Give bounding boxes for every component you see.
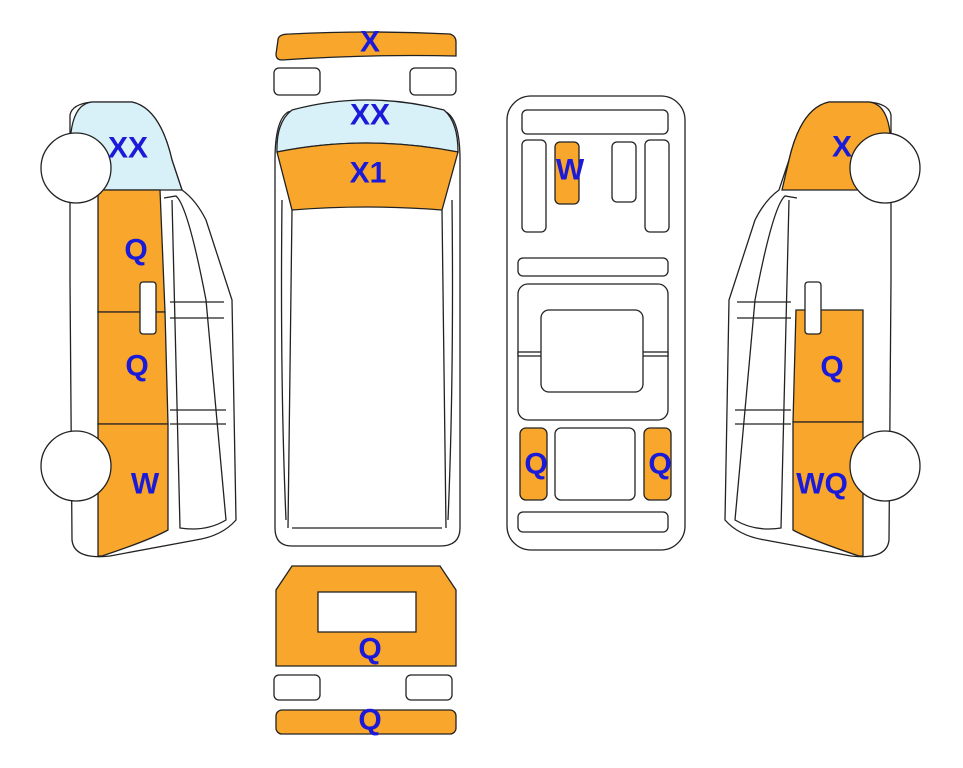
label-rear-bumper: Q bbox=[358, 704, 381, 737]
left-side-view bbox=[40, 101, 237, 558]
roof-front-panel[interactable] bbox=[554, 141, 580, 205]
label-front-bumper: X bbox=[360, 26, 380, 59]
rear-window bbox=[317, 591, 417, 633]
label-rear-door: Q bbox=[358, 633, 381, 666]
left-rear-quarter-panel[interactable] bbox=[97, 423, 169, 557]
rear-bumper-panel[interactable] bbox=[275, 709, 457, 735]
label-left-rear-quarter: W bbox=[131, 468, 160, 501]
right-front-wheel bbox=[849, 132, 921, 204]
label-roof-rear-left: Q bbox=[524, 448, 547, 481]
label-windshield: XX bbox=[350, 99, 390, 132]
roof-view bbox=[506, 95, 686, 551]
top-view bbox=[274, 99, 461, 547]
rear-taillight-left bbox=[273, 674, 321, 701]
damage-labels: X XX X1 XX Q Q W W Q Q X Q WQ Q Q bbox=[108, 26, 852, 737]
roof-rear-left-panel[interactable] bbox=[519, 427, 548, 501]
label-right-front-fender: X bbox=[832, 131, 852, 164]
label-roof-front: W bbox=[556, 154, 585, 187]
label-right-sliding-door: Q bbox=[820, 351, 843, 384]
label-hood: X1 bbox=[350, 157, 387, 190]
label-right-rear-quarter: WQ bbox=[796, 468, 848, 501]
label-left-sliding-door: Q bbox=[125, 350, 148, 383]
front-headlight-left bbox=[273, 67, 321, 96]
right-rear-wheel bbox=[849, 430, 921, 502]
front-bumper-panel[interactable] bbox=[275, 31, 457, 61]
front-headlight-right bbox=[409, 67, 457, 96]
left-rear-wheel bbox=[40, 430, 112, 502]
right-side-view bbox=[724, 101, 921, 558]
roof-rear-right-panel[interactable] bbox=[643, 427, 672, 501]
rear-view bbox=[273, 565, 457, 735]
right-rear-quarter-panel[interactable] bbox=[792, 421, 864, 557]
top-view-hood[interactable] bbox=[276, 142, 459, 211]
label-left-a-pillar: XX bbox=[108, 132, 148, 165]
left-front-wheel bbox=[40, 132, 112, 204]
label-roof-rear-right: Q bbox=[648, 448, 671, 481]
rear-taillight-right bbox=[405, 674, 453, 701]
label-left-front-door: Q bbox=[124, 234, 147, 267]
front-view bbox=[273, 31, 457, 96]
